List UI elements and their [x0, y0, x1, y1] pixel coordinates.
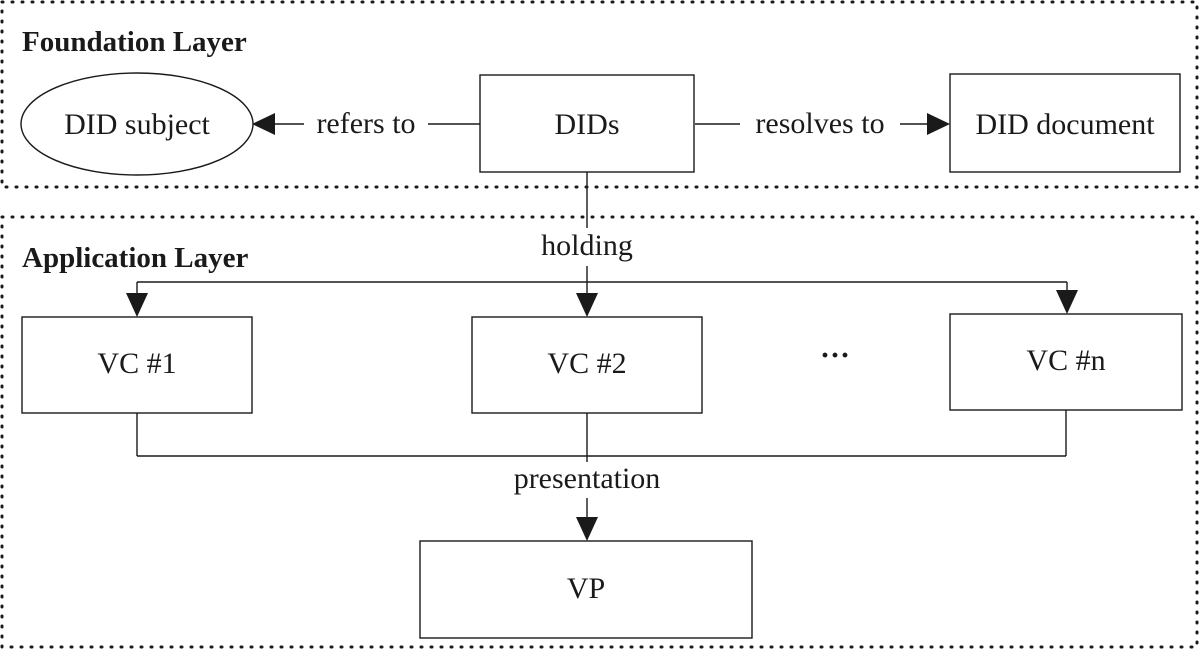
application-layer-title: Application Layer	[22, 242, 248, 274]
presentation-arrowhead	[576, 517, 598, 541]
foundation-layer-title: Foundation Layer	[22, 26, 247, 58]
holding-arrowhead-vcn	[1056, 290, 1078, 314]
holding-label: holding	[541, 229, 633, 262]
presentation-label-bg	[495, 462, 679, 498]
vcn-label: VC #n	[1026, 344, 1105, 377]
did-subject-label: DID subject	[64, 108, 210, 141]
vp-label: VP	[567, 572, 605, 605]
resolves-to-label-bg	[740, 104, 900, 142]
refers-to-label: refers to	[316, 107, 415, 140]
dids-label: DIDs	[555, 108, 620, 141]
holding-arrowhead-vc2	[576, 293, 598, 317]
resolves-to-label: resolves to	[755, 107, 884, 140]
vc-ellipsis: ···	[820, 339, 850, 372]
presentation-label: presentation	[514, 462, 661, 495]
refers-to-label-bg	[304, 104, 428, 142]
vc2-label: VC #2	[547, 347, 626, 380]
did-document-node	[949, 73, 1181, 173]
vp-node	[419, 540, 753, 639]
dids-node	[479, 74, 695, 173]
application-layer-boundary	[0, 215, 1199, 649]
holding-label-bg	[532, 228, 642, 266]
resolves-to-arrowhead	[927, 113, 950, 135]
did-subject-node	[20, 72, 254, 176]
refers-to-arrowhead	[252, 113, 275, 135]
did-document-label: DID document	[975, 108, 1155, 141]
vcn-node	[949, 313, 1183, 411]
vc1-label: VC #1	[97, 347, 176, 380]
holding-arrowhead-vc1	[126, 293, 148, 317]
